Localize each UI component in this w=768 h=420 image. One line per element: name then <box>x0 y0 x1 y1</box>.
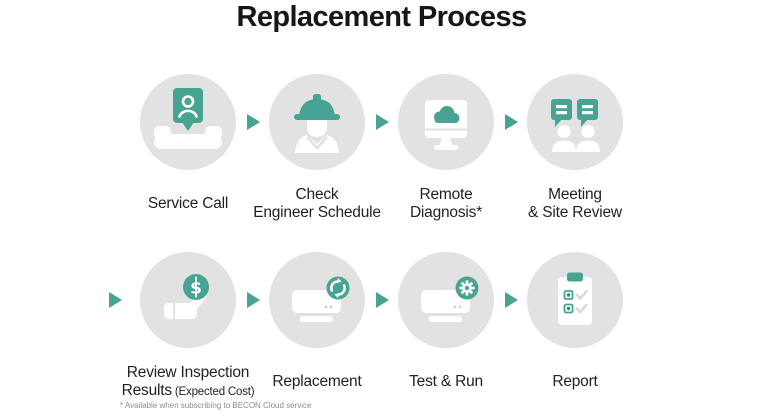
discussion-people-icon <box>527 74 623 170</box>
step-label-line: & Site Review <box>528 204 622 221</box>
step-remote-diagnosis: Remote Diagnosis* <box>371 74 521 227</box>
step-label-line: Remote <box>419 186 473 203</box>
step-label-line: Engineer Schedule <box>253 204 381 221</box>
step-label: Service Call <box>148 181 228 227</box>
step-label: Test & Run <box>409 359 483 405</box>
arrow-icon <box>505 292 518 308</box>
footnote: * Available when subscribing to BECON Cl… <box>120 401 312 410</box>
step-meeting-site-review: Meeting & Site Review <box>500 74 650 227</box>
step-label-line: Report <box>552 373 598 390</box>
step-check-engineer-schedule: Check Engineer Schedule <box>242 74 392 227</box>
arrow-icon <box>376 292 389 308</box>
step-label-line: Replacement <box>272 373 362 390</box>
step-label-line: Results(Expected Cost) <box>122 382 255 401</box>
step-replacement: Replacement <box>242 252 392 405</box>
step-label: Remote Diagnosis* <box>410 181 482 227</box>
step-label-line: Check <box>295 186 339 203</box>
arrow-icon <box>505 114 518 130</box>
engineer-hardhat-icon <box>269 74 365 170</box>
step-service-call: Service Call <box>113 74 263 227</box>
step-label-small-text: (Expected Cost) <box>174 385 255 398</box>
ac-unit-gear-icon <box>398 252 494 348</box>
ac-unit-swap-icon <box>269 252 365 348</box>
step-report: Report <box>500 252 650 405</box>
service-call-icon <box>140 74 236 170</box>
report-checklist-icon <box>527 252 623 348</box>
step-label-text: Results <box>121 381 172 399</box>
arrow-icon <box>109 292 122 308</box>
hand-coin-icon: $ <box>140 252 236 348</box>
step-review-inspection-results: $ Review Inspection Results(Expected Cos… <box>113 252 263 405</box>
step-label-line: Diagnosis* <box>409 204 483 221</box>
step-label-line: Service Call <box>147 195 229 212</box>
step-label: Report <box>552 359 598 405</box>
step-label-line: Review Inspection <box>126 363 250 381</box>
step-label: Replacement <box>272 359 361 405</box>
step-label: Review Inspection Results(Expected Cost) <box>122 359 255 405</box>
arrow-icon <box>247 292 260 308</box>
step-label: Meeting & Site Review <box>528 181 622 227</box>
monitor-cloud-icon <box>398 74 494 170</box>
step-label-line: Meeting <box>548 186 602 203</box>
arrow-icon <box>376 114 389 130</box>
step-test-and-run: Test & Run <box>371 252 521 405</box>
arrow-icon <box>247 114 260 130</box>
step-label: Check Engineer Schedule <box>253 181 381 227</box>
page-title: Replacement Process <box>236 1 527 33</box>
step-label-line: Test & Run <box>409 373 483 390</box>
